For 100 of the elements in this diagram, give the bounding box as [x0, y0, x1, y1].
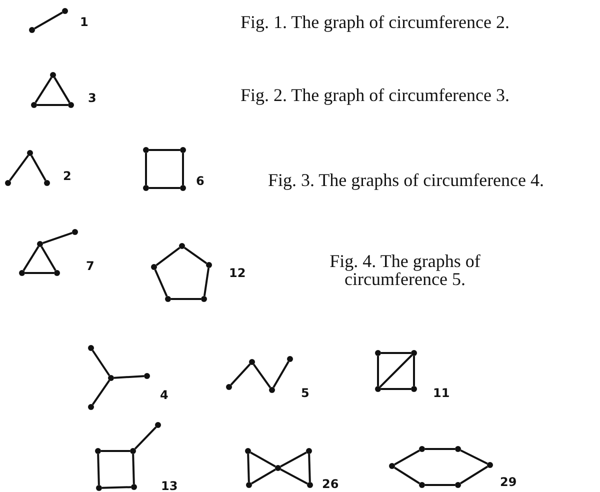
vertex-dot: [131, 484, 137, 490]
graph-edge: [377, 356, 379, 386]
vertex-dot: [31, 102, 37, 108]
vertex-dot: [96, 485, 102, 491]
graph-edge: [34, 12, 63, 30]
graph-edge: [308, 454, 311, 482]
graph-number: 5: [301, 386, 310, 400]
graph-edge: [54, 77, 70, 103]
graph-edge: [460, 466, 488, 484]
vertex-dot: [419, 446, 425, 452]
graph-edge: [34, 77, 52, 103]
graph-edge: [154, 269, 168, 297]
vertex-dot: [375, 386, 381, 392]
graph-edge: [379, 354, 413, 388]
graph-edge: [40, 246, 56, 271]
graph-edge: [251, 468, 276, 484]
vertex-dot: [389, 463, 395, 469]
vertex-dot: [62, 8, 68, 14]
vertex-dot: [226, 384, 232, 390]
graph-edge: [460, 449, 488, 465]
graph-edge: [134, 426, 157, 450]
graph-edge: [394, 450, 420, 466]
vertex-dot: [88, 345, 94, 351]
graph-edge: [171, 298, 201, 300]
vertex-dot: [411, 350, 417, 356]
vertex-dot: [151, 264, 157, 270]
vertex-dot: [54, 270, 60, 276]
graph-number: 3: [88, 91, 96, 105]
graph-edge: [184, 246, 208, 264]
graph-edge: [92, 350, 110, 376]
vertex-dot: [206, 262, 212, 268]
graph-edge: [230, 364, 251, 386]
graph-edge: [381, 388, 411, 390]
vertex-dot: [455, 446, 461, 452]
graph-edge: [250, 452, 276, 468]
figure-caption: Fig. 4. The graphs of circumference 5.: [328, 252, 482, 288]
vertex-dot: [165, 296, 171, 302]
graph-edge: [97, 454, 100, 486]
figure-caption: Fig. 2. The graph of circumference 3.: [239, 86, 511, 104]
vertex-dot: [275, 465, 281, 471]
figure-caption: Fig. 3. The graphs of circumference 4.: [266, 171, 546, 189]
vertex-dot: [95, 448, 101, 454]
graph-edge: [413, 356, 415, 386]
graph-number: 12: [229, 266, 246, 280]
graph-edge: [272, 361, 290, 388]
graph-edge: [280, 452, 307, 468]
graph-edge: [280, 468, 308, 484]
vertex-dot: [245, 448, 251, 454]
vertex-dot: [155, 422, 161, 428]
graph-edge: [22, 246, 40, 271]
graph-edge: [42, 232, 72, 244]
graph-number: 7: [86, 259, 94, 273]
graph-edge: [156, 247, 180, 266]
vertex-dot: [180, 185, 186, 191]
vertex-dot: [487, 462, 493, 468]
vertex-dot: [5, 180, 11, 186]
graph-number: 26: [322, 477, 339, 491]
vertex-dot: [143, 147, 149, 153]
graph-edge: [252, 364, 272, 388]
graph-edge: [203, 268, 210, 296]
vertex-dot: [269, 387, 275, 393]
graph-edge: [102, 486, 132, 489]
graph-edge: [25, 272, 54, 274]
vertex-dot: [246, 482, 252, 488]
vertex-dot: [108, 375, 114, 381]
graph-number: 2: [63, 169, 72, 183]
vertex-dot: [307, 482, 313, 488]
vertex-dot: [419, 482, 425, 488]
vertex-dot: [287, 356, 293, 362]
figure-caption: Fig. 1. The graph of circumference 2.: [239, 13, 511, 31]
vertex-dot: [50, 72, 56, 78]
vertex-dot: [44, 180, 50, 186]
vertex-dot: [19, 270, 25, 276]
graph-edge: [394, 466, 420, 484]
vertex-dot: [411, 386, 417, 392]
vertex-dot: [306, 448, 312, 454]
graph-edge: [114, 375, 144, 379]
vertex-dot: [144, 373, 150, 379]
vertex-dot: [455, 482, 461, 488]
graph-edge: [182, 153, 184, 185]
graph-edge: [101, 450, 130, 452]
graph-number: 13: [161, 479, 178, 492]
vertex-dot: [88, 404, 94, 410]
vertex-dot: [37, 241, 43, 247]
vertex-dot: [375, 350, 381, 356]
vertex-dot: [29, 27, 35, 33]
vertex-dot: [180, 147, 186, 153]
graph-number: 4: [160, 388, 168, 402]
graph-number: 1: [80, 15, 88, 29]
graph-edge: [149, 187, 180, 189]
vertex-dot: [143, 185, 149, 191]
graph-edge: [425, 484, 455, 486]
graph-edge: [132, 454, 135, 484]
vertex-dot: [179, 243, 185, 249]
vertex-dot: [130, 448, 136, 454]
vertex-dot: [249, 359, 255, 365]
vertex-dot: [27, 150, 33, 156]
vertex-dot: [201, 296, 207, 302]
graph-edge: [30, 155, 46, 181]
graph-edge: [8, 154, 30, 182]
